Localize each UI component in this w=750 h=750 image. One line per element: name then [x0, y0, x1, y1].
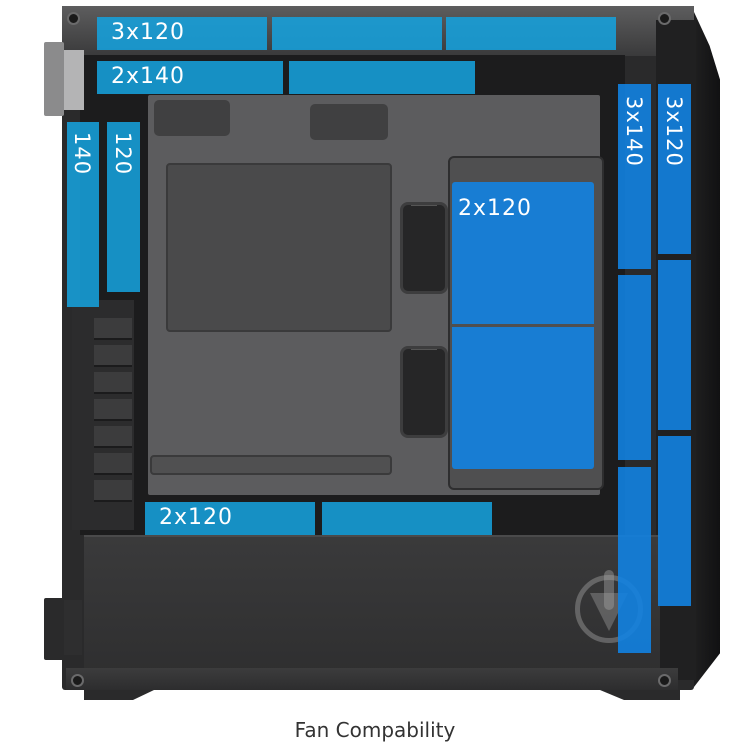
fan-zone-label: 2x120	[159, 505, 234, 530]
case-foot-right	[600, 690, 680, 700]
expansion-slot	[94, 453, 132, 475]
fan-zone-bottom-120-1: 2x120	[145, 502, 315, 535]
fan-zone-top-120-2	[272, 17, 442, 50]
glass-hinge-bottom	[44, 598, 64, 660]
glass-hinge-top	[44, 42, 64, 116]
expansion-slot	[94, 399, 132, 421]
fan-zone-cage-120-1: 2x120	[452, 182, 594, 324]
expansion-slot	[94, 318, 132, 340]
fan-zone-cage-120-2	[452, 327, 594, 469]
fan-zone-front-120-1: 3x120	[658, 84, 691, 254]
base-rail	[66, 668, 678, 690]
fan-zone-front-140-2	[618, 275, 651, 460]
fan-zone-top-120-3	[446, 17, 616, 50]
cable-tie-bar	[150, 455, 392, 475]
fan-zone-top-120-1: 3x120	[97, 17, 267, 50]
cable-grommet	[400, 202, 448, 294]
screw-icon	[658, 12, 671, 25]
fan-zone-label: 120	[111, 132, 135, 176]
fan-zone-front-140-3	[618, 467, 651, 653]
fan-zone-label: 3x120	[111, 20, 186, 45]
screw-icon	[67, 12, 80, 25]
expansion-slot	[94, 345, 132, 367]
cable-grommet	[400, 346, 448, 438]
case-side-edge	[694, 12, 720, 687]
psu-shroud	[84, 535, 660, 672]
fan-zone-label: 2x140	[111, 64, 186, 89]
fan-zone-top-140-2	[289, 61, 475, 94]
fan-zone-front-120-3	[658, 436, 691, 606]
cable-cutout	[310, 104, 388, 140]
fan-zone-label: 3x140	[622, 96, 646, 167]
expansion-slot	[94, 426, 132, 448]
figure-caption: Fan Compability	[294, 718, 456, 742]
cpu-cooler-cutout	[166, 163, 392, 332]
fan-zone-front-140-1: 3x140	[618, 84, 651, 269]
screw-icon	[658, 674, 671, 687]
fan-zone-label: 3x120	[662, 96, 686, 167]
hinge-plate	[64, 50, 84, 110]
fan-zone-label: 140	[70, 132, 94, 176]
fan-zone-bottom-120-2	[322, 502, 492, 535]
watermark-logo-icon	[604, 570, 614, 610]
screw-icon	[71, 674, 84, 687]
fan-zone-front-120-2	[658, 260, 691, 430]
case-foot-left	[84, 690, 154, 700]
fan-zone-rear-140: 140	[67, 122, 99, 307]
hinge-plate	[64, 600, 82, 655]
expansion-slot	[94, 480, 132, 502]
fan-zone-rear-120: 120	[107, 122, 140, 292]
fan-zone-label: 2x120	[458, 196, 533, 221]
expansion-slot	[94, 372, 132, 394]
fan-zone-top-140-1: 2x140	[97, 61, 283, 94]
cable-cutout	[154, 100, 230, 136]
